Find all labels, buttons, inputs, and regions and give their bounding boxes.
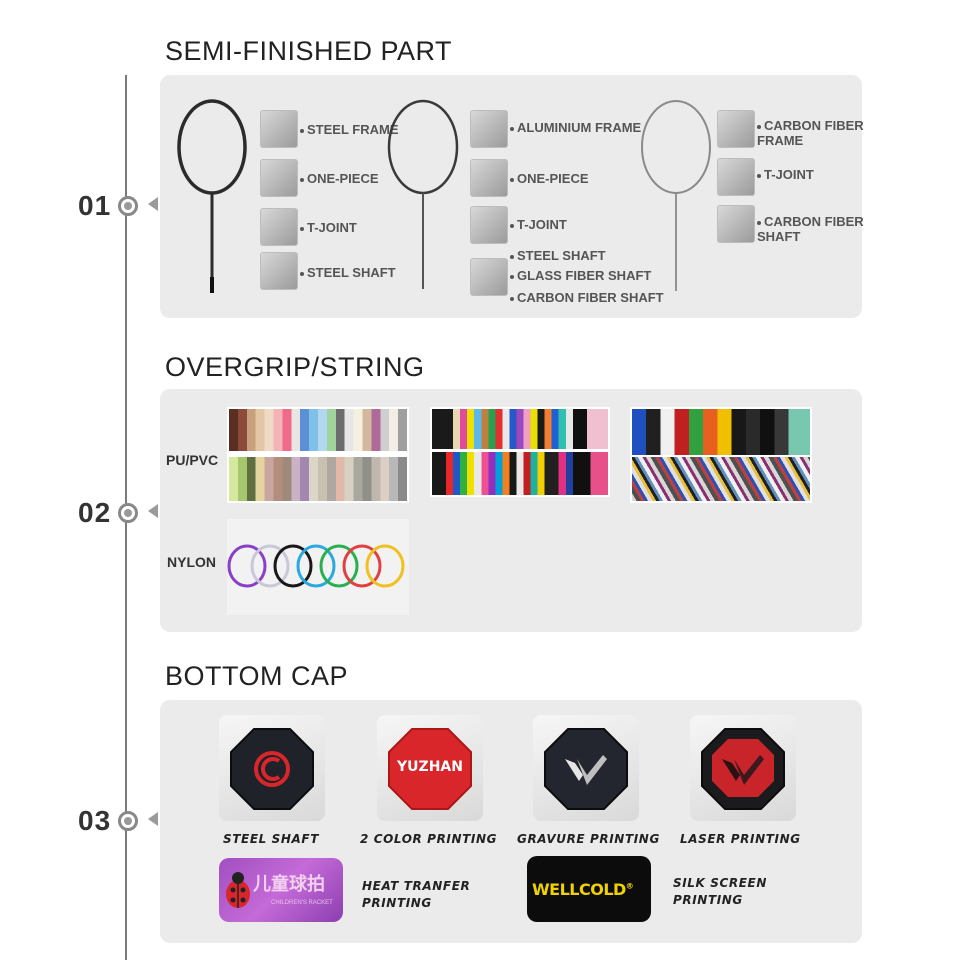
part-label: STEEL SHAFT bbox=[300, 265, 396, 280]
t-joint-thumb bbox=[470, 206, 508, 244]
nylon-string-image bbox=[227, 519, 409, 615]
carbon-racket-image bbox=[641, 100, 711, 291]
heat-transfer-label: HEAT TRANFER PRINTING bbox=[362, 879, 471, 910]
heat-transfer-sample-text: 儿童球拍 bbox=[253, 874, 325, 895]
carbon-frame-thumb bbox=[717, 110, 755, 148]
cap-label: STEEL SHAFT bbox=[223, 832, 320, 846]
one-piece-thumb bbox=[260, 159, 298, 197]
semi-finished-panel: STEEL FRAME ONE-PIECE T-JOINT STEEL SHAF… bbox=[160, 75, 864, 318]
laser-cap-image bbox=[690, 715, 796, 821]
t-joint-thumb bbox=[717, 158, 755, 196]
part-label: ONE-PIECE bbox=[510, 171, 589, 186]
cap-label: GRAVURE PRINTING bbox=[517, 832, 660, 846]
section-title-overgrip: OVERGRIP/STRING bbox=[165, 352, 425, 382]
step-number: 01 bbox=[78, 190, 112, 221]
step-dot-icon bbox=[118, 196, 138, 216]
carbon-shaft-thumb bbox=[717, 205, 755, 243]
steel-shaft-cap-image bbox=[219, 715, 325, 821]
heat-transfer-sample-image: 儿童球拍 CHILDREN'S RACKET bbox=[219, 858, 343, 922]
part-label: STEEL SHAFT bbox=[510, 248, 606, 263]
shaft-thumb bbox=[470, 258, 508, 296]
part-label: STEEL FRAME bbox=[300, 122, 399, 137]
silk-screen-sample-image: WELLCOLD® bbox=[527, 856, 651, 922]
pointer-arrow-icon bbox=[148, 197, 158, 211]
pu-pvc-label: PU/PVC bbox=[166, 452, 219, 468]
part-label: T-JOINT bbox=[757, 167, 814, 182]
pointer-arrow-icon bbox=[148, 504, 158, 518]
section-title-bottom-cap: BOTTOM CAP bbox=[165, 661, 349, 691]
step-dot-icon bbox=[118, 503, 138, 523]
pu-swatch-image-1 bbox=[227, 407, 409, 503]
cap-logo-text: YUZHAN bbox=[397, 759, 463, 775]
two-color-cap-image: YUZHAN bbox=[377, 715, 483, 821]
t-joint-thumb bbox=[260, 208, 298, 246]
step-marker-02: 02 bbox=[78, 497, 158, 528]
section-title-semi-finished: SEMI-FINISHED PART bbox=[165, 36, 453, 66]
aluminium-frame-thumb bbox=[470, 110, 508, 148]
part-label: T-JOINT bbox=[510, 217, 567, 232]
overgrip-panel: PU/PVC NYLON bbox=[160, 389, 862, 632]
brand-logo-text: WELLCOLD® bbox=[532, 880, 634, 899]
steel-racket-image bbox=[177, 99, 247, 293]
bottom-cap-panel: STEEL SHAFT YUZHAN 2 COLOR PRINTING GRAV… bbox=[160, 700, 862, 943]
one-piece-thumb bbox=[470, 159, 508, 197]
gravure-cap-image bbox=[533, 715, 639, 821]
silk-screen-label: SILK SCREEN PRINTING bbox=[673, 876, 767, 907]
steel-shaft-thumb bbox=[260, 252, 298, 290]
part-label: T-JOINT bbox=[300, 220, 357, 235]
pu-swatch-image-2 bbox=[430, 407, 610, 497]
part-label: GLASS FIBER SHAFT bbox=[510, 268, 651, 283]
aluminium-racket-image bbox=[387, 99, 459, 289]
step-dot-icon bbox=[118, 811, 138, 831]
cap-label: 2 COLOR PRINTING bbox=[360, 832, 498, 846]
part-label: CARBON FIBER SHAFT bbox=[510, 290, 664, 305]
part-label: ONE-PIECE bbox=[300, 171, 379, 186]
step-marker-03: 03 bbox=[78, 805, 158, 836]
step-number: 03 bbox=[78, 805, 112, 836]
cap-label: LASER PRINTING bbox=[680, 832, 801, 846]
ladybug-icon bbox=[226, 872, 250, 908]
heat-transfer-sample-small: CHILDREN'S RACKET bbox=[271, 900, 333, 906]
part-label: ALUMINIUM FRAME bbox=[510, 120, 641, 135]
pu-swatch-image-3 bbox=[630, 407, 812, 503]
pointer-arrow-icon bbox=[148, 812, 158, 826]
step-marker-01: 01 bbox=[78, 190, 158, 221]
step-number: 02 bbox=[78, 497, 112, 528]
nylon-label: NYLON bbox=[167, 554, 216, 570]
part-label: CARBON FIBER FRAME bbox=[757, 118, 864, 148]
part-label: CARBON FIBER SHAFT bbox=[757, 214, 864, 244]
steel-frame-thumb bbox=[260, 110, 298, 148]
